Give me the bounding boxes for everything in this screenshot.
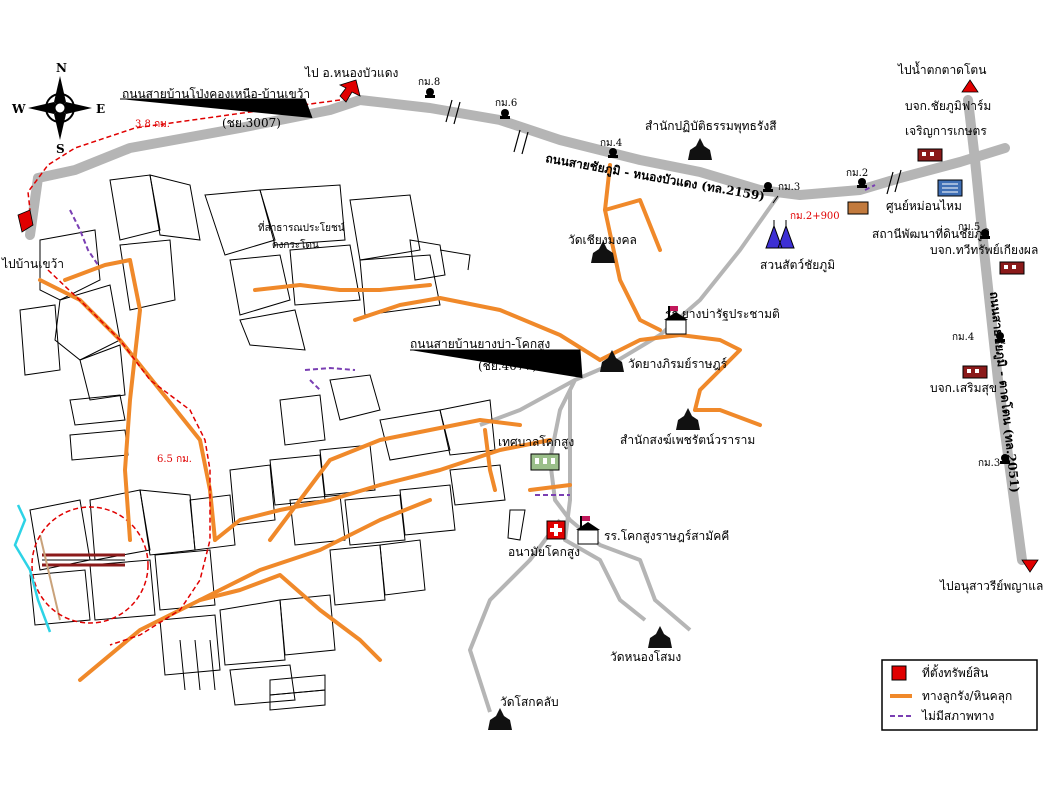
- label-public-benefit: ที่สาธารณประโยชน์: [258, 220, 345, 234]
- label-to-nong-bua-daeng: ไป อ.หนองบัวแดง: [304, 66, 398, 80]
- label-road-pong-khong: ถนนสายบ้านโป่งคองเหนือ-บ้านเขว้า: [122, 87, 310, 101]
- zoo-tent-icon: [765, 220, 795, 249]
- label-to-ban-khwao: ไปบ้านเขว้า: [1, 257, 64, 271]
- land-parcels: [19, 174, 526, 711]
- label-km5: กม.5: [958, 222, 980, 233]
- km-marker-icon: [608, 148, 618, 158]
- label-km3: กม.3: [778, 182, 800, 193]
- label-company-farm-2: เจริญการเกษตร: [905, 124, 987, 138]
- compass-e: E: [96, 102, 105, 116]
- km-marker-icon: [995, 332, 1005, 342]
- label-zoo: สวนสัตว์ชัยภูมิ: [760, 258, 835, 273]
- label-wat-yang: วัดยางภิรมย์ราษฎร์: [628, 357, 728, 371]
- label-to-anusawari: ไปอนุสาวรีย์พญาแล: [939, 579, 1043, 594]
- legend-property-swatch: [891, 665, 907, 681]
- label-km4-right: กม.4: [952, 332, 974, 343]
- label-battery-center: ศูนย์หม่อนไหม: [886, 199, 962, 214]
- label-road-yang-bua-code: (ชย.4077): [478, 359, 537, 373]
- km-marker-icon: [425, 88, 435, 98]
- hospital-icon: [546, 520, 566, 540]
- legend: ที่ตั้งทรัพย์สิน ทางลูกรัง/หินคลุก ไม่มี…: [881, 659, 1038, 731]
- label-company-thawee: บจก.ทวีทรัพย์เกียงผล: [930, 243, 1038, 257]
- label-km-marker: กม.2+900: [790, 211, 840, 222]
- property-radius-circle: [31, 506, 149, 624]
- main-roads: [25, 95, 1027, 713]
- temple-icon: [488, 708, 512, 730]
- poi-icons: [425, 88, 1025, 730]
- label-wat-khok-lap: วัดโสกคลับ: [500, 695, 559, 709]
- legend-property-label: ที่ตั้งทรัพย์สิน: [922, 664, 988, 680]
- label-company-sermsuk: บจก.เสริมสุข: [930, 381, 997, 396]
- legend-no-road-label: ไม่มีสภาพทาง: [921, 709, 994, 723]
- km-marker-icon: [1000, 454, 1010, 464]
- label-school-khok-sung: รร.โคกสูงราษฎร์สามัคคี: [604, 529, 729, 544]
- legend-laterite-label: ทางลูกรัง/หินคลุก: [922, 689, 1012, 704]
- label-km8: กม.8: [418, 77, 440, 88]
- direction-arrows: [17, 79, 1039, 573]
- building-icon: [937, 179, 963, 197]
- label-road-pong-khong-code: (ชย.3007): [222, 116, 281, 130]
- compass-s: S: [56, 142, 65, 156]
- road-chaiyaphum-tatton: [963, 95, 1027, 565]
- label-dharma-center: สำนักปฏิบัติธรรมพุทธรังสี: [645, 119, 777, 134]
- label-municipality: เทศบาลโคกสูง: [498, 435, 574, 450]
- temple-icon: [688, 138, 712, 160]
- arrow-anusawari: [1021, 559, 1039, 573]
- road-wat-nong-sam: [563, 390, 647, 622]
- factory-icon: [999, 261, 1025, 275]
- km-marker-icon: [980, 229, 990, 239]
- km-marker-icon: [763, 182, 773, 192]
- water-stream: [13, 504, 52, 633]
- label-dist-6-5: 6.5 กม.: [157, 454, 192, 465]
- label-land-dev-station: สถานีพัฒนาที่ดินชัยภูมิ: [872, 225, 990, 242]
- no-road-segments: [69, 184, 876, 496]
- road-zoo-south: [548, 194, 780, 632]
- compass-n: N: [56, 61, 67, 75]
- label-km2: กม.2: [846, 168, 868, 179]
- label-to-namtok: ไปน้ำตกตาดโตน: [897, 61, 986, 77]
- arrow-ban-khwao: [17, 209, 34, 233]
- label-road-yang-bua: ถนนสายบ้านยางบ่า-โคกสูง: [410, 337, 550, 352]
- km-marker-icon: [857, 178, 867, 188]
- label-km6: กม.6: [495, 98, 517, 109]
- municipality-icon: [530, 453, 560, 471]
- road-south-khok-lap: [468, 518, 562, 713]
- property-location: [31, 506, 149, 624]
- label-dist-3-8: 3.8 กม.: [135, 119, 170, 130]
- factory-icon: [847, 201, 869, 215]
- school-icon: [664, 306, 688, 335]
- compass-w: W: [11, 102, 26, 116]
- label-company-farm-1: บจก.ชัยภูมิฟาร์ม: [905, 99, 991, 114]
- school-icon: [576, 516, 600, 545]
- arrow-nong-bua-daeng: [338, 79, 361, 103]
- km-marker-icon: [500, 109, 510, 119]
- label-km4-top: กม.4: [600, 138, 622, 149]
- factory-icon: [917, 148, 943, 162]
- temple-icon: [591, 241, 615, 263]
- label-wat-nong-sam: วัดหนองโสมง: [610, 650, 681, 664]
- factory-icon: [962, 365, 988, 379]
- road-breaks: [445, 99, 902, 195]
- road-khok-sung-branch: [479, 378, 576, 427]
- label-km3-right: กม.3: [978, 458, 1000, 469]
- arrow-tat-ton: [961, 79, 979, 93]
- label-wat-chaiyamongkhon: วัดเชียงมงคล: [568, 233, 637, 247]
- distance-routes: [27, 99, 341, 646]
- temple-icon: [600, 350, 624, 372]
- temple-icon: [648, 626, 672, 648]
- label-health-center: อนามัยโคกสูง: [508, 545, 580, 560]
- leader-lines: [120, 98, 779, 379]
- label-monastery-phet: สำนักสงฆ์เพชรัตน์วราราม: [620, 433, 755, 447]
- temple-icon: [676, 408, 700, 430]
- label-school-yang-bua: รร.ยางบ่ารัฐประชามติ: [665, 307, 780, 321]
- compass: [28, 76, 92, 140]
- label-public-benefit-2: ดงกระโดน: [272, 238, 319, 251]
